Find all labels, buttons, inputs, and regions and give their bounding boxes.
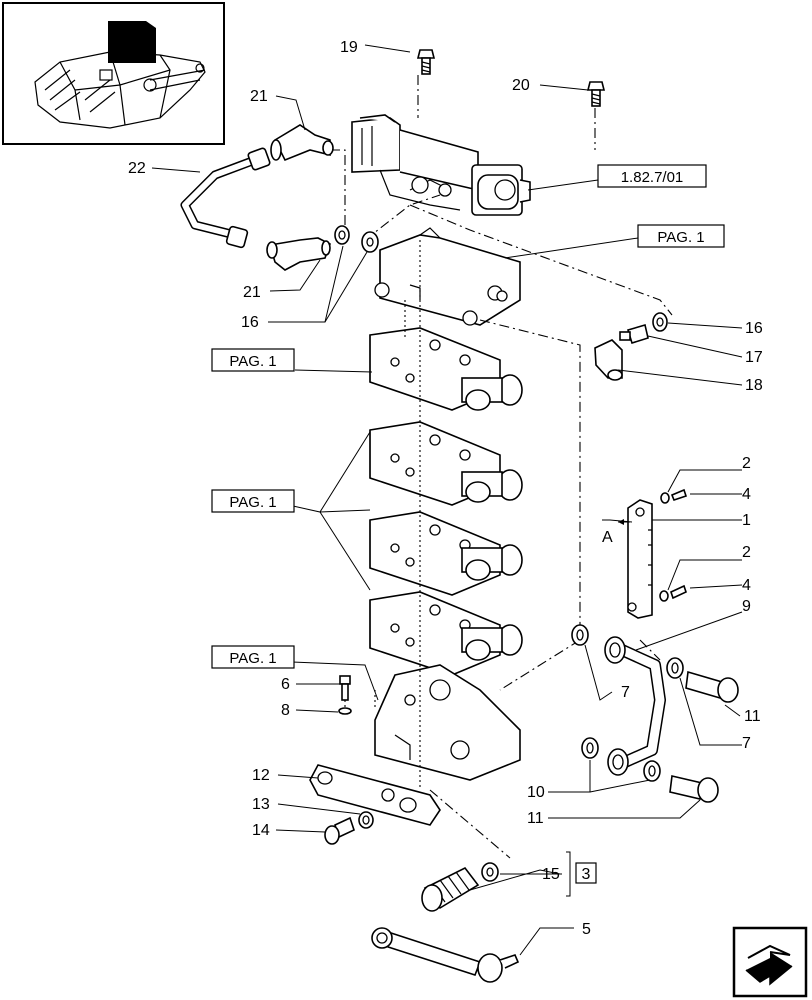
- callout-7-left: 7: [621, 684, 630, 701]
- callout-21-bottom: 21: [243, 284, 261, 301]
- callout-2-lower: 2: [742, 544, 751, 561]
- callout-19: 19: [340, 39, 358, 56]
- callout-11-upper: 11: [744, 708, 761, 725]
- callout-16-right: 16: [745, 320, 763, 337]
- lever-5: [371, 927, 520, 983]
- valve-section-3: [369, 511, 523, 596]
- ref-box-pag1-cover[interactable]: PAG. 1: [211, 645, 295, 669]
- screw-4-upper: [660, 488, 688, 504]
- bolt-6: [339, 675, 351, 701]
- bracket-1: [627, 499, 653, 619]
- callout-18: 18: [745, 377, 763, 394]
- handle-9: [604, 636, 666, 776]
- callout-4-lower: 4: [742, 577, 751, 594]
- valve-body-top: [374, 227, 521, 326]
- callout-3-box: 3: [566, 851, 597, 897]
- callout-labels: 19 20 21 22 21 16 16 17 18 2 4 1 A 2 4 9…: [128, 39, 763, 938]
- svg-text:PAG. 1: PAG. 1: [657, 229, 704, 246]
- svg-text:1.82.7/01: 1.82.7/01: [621, 169, 684, 186]
- leader-lines: [151, 44, 743, 956]
- valve-end-cover: [374, 664, 521, 781]
- seal-washers-16-left: [334, 225, 379, 253]
- svg-text:PAG. 1: PAG. 1: [229, 353, 276, 370]
- valve-section-1: [369, 327, 523, 411]
- callout-7-right: 7: [742, 735, 751, 752]
- ref-box-pag1-top[interactable]: PAG. 1: [637, 224, 725, 248]
- ref-box-pag1-section1[interactable]: PAG. 1: [211, 348, 295, 372]
- bolt-20: [586, 81, 606, 107]
- elbow-fitting-21-top: [270, 124, 334, 162]
- callout-4-upper: 4: [742, 486, 751, 503]
- link-12: [309, 764, 441, 826]
- pipe-22: [180, 147, 271, 249]
- next-page-arrow-icon[interactable]: [732, 926, 808, 998]
- ref-box-1-82-7-01[interactable]: 1.82.7/01: [597, 164, 707, 188]
- assembly-guide-lines: [330, 75, 673, 859]
- callout-9: 9: [742, 598, 751, 615]
- callout-12: 12: [252, 767, 270, 784]
- washers-10: [581, 737, 661, 782]
- bolt-19: [416, 49, 436, 75]
- valve-section-4: [369, 591, 523, 676]
- view-a-label: A: [602, 529, 613, 546]
- callout-21-top: 21: [250, 88, 268, 105]
- elbow-18: [594, 339, 623, 381]
- callout-11-lower: 11: [527, 810, 544, 827]
- callout-10: 10: [527, 784, 545, 801]
- washer-8: [338, 707, 352, 715]
- callout-2-upper: 2: [742, 455, 751, 472]
- washers-7: [571, 624, 684, 679]
- grip-15: [421, 862, 499, 912]
- view-a-arrow-icon: [618, 519, 630, 525]
- bolt-11-upper: [685, 670, 739, 703]
- svg-text:PAG. 1: PAG. 1: [229, 494, 276, 511]
- callout-8: 8: [281, 702, 290, 719]
- bolt-11-lower: [669, 775, 719, 803]
- callout-6: 6: [281, 676, 290, 693]
- elbow-fitting-21-bottom: [266, 237, 331, 271]
- valve-section-2: [369, 421, 523, 506]
- clip-13: [358, 811, 374, 829]
- seal-washer-16-right: [652, 312, 668, 332]
- callout-16-left: 16: [241, 314, 259, 331]
- adapter-17: [619, 323, 649, 345]
- callout-20: 20: [512, 77, 530, 94]
- tractor-hitch-thumbnail-icon[interactable]: [2, 2, 225, 145]
- ref-box-pag1-sections[interactable]: PAG. 1: [211, 489, 295, 513]
- pin-14: [324, 816, 355, 845]
- callout-13: 13: [252, 796, 270, 813]
- solenoid-valve-assembly: [351, 114, 531, 216]
- callout-17: 17: [745, 349, 763, 366]
- callout-5: 5: [582, 921, 591, 938]
- svg-text:PAG. 1: PAG. 1: [229, 650, 276, 667]
- svg-text:3: 3: [582, 866, 591, 883]
- callout-14: 14: [252, 822, 270, 839]
- callout-15: 15: [542, 866, 560, 883]
- callout-22: 22: [128, 160, 146, 177]
- callout-1: 1: [742, 512, 751, 529]
- screw-4-lower: [659, 584, 687, 602]
